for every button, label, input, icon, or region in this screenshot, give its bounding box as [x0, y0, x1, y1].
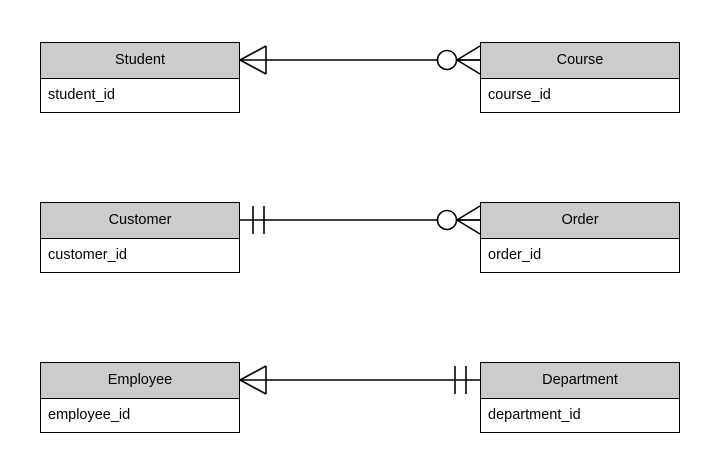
cardinality-right-zero-or-many-icon — [436, 205, 481, 235]
entity-order-attribute-order-id: order_id — [488, 247, 542, 264]
entity-order-attribute-row: order_id — [481, 239, 679, 272]
entity-department-attribute-department-id: department_id — [488, 407, 581, 424]
entity-employee-attribute-employee-id: employee_id — [48, 407, 131, 424]
entity-course-header: Course — [481, 43, 679, 79]
entity-customer[interactable]: Customer customer_id — [40, 202, 240, 273]
cardinality-right-zero-or-many-icon — [436, 45, 481, 75]
connector-employee-department — [239, 365, 480, 395]
entity-customer-header: Customer — [41, 203, 239, 239]
cardinality-left-one-or-many-icon — [239, 365, 267, 395]
connector-customer-order — [240, 205, 481, 235]
entity-student-attribute-student-id: student_id — [48, 87, 115, 104]
entity-department-header: Department — [481, 363, 679, 399]
cardinality-left-exactly-one-icon — [252, 206, 265, 234]
entity-student[interactable]: Student student_id — [40, 42, 240, 113]
entity-course-attribute-course-id: course_id — [488, 87, 551, 104]
entity-department[interactable]: Department department_id — [480, 362, 680, 433]
entity-employee-header: Employee — [41, 363, 239, 399]
entity-customer-attribute-row: customer_id — [41, 239, 239, 272]
entity-department-name: Department — [542, 372, 618, 389]
entity-student-attribute-row: student_id — [41, 79, 239, 112]
entity-student-name: Student — [115, 52, 165, 69]
entity-order-header: Order — [481, 203, 679, 239]
entity-employee-attribute-row: employee_id — [41, 399, 239, 432]
entity-customer-name: Customer — [108, 212, 172, 229]
entity-student-header: Student — [41, 43, 239, 79]
entity-course[interactable]: Course course_id — [480, 42, 680, 113]
entity-course-attribute-row: course_id — [481, 79, 679, 112]
connector-student-course — [239, 45, 481, 75]
entity-department-attribute-row: department_id — [481, 399, 679, 432]
entity-employee[interactable]: Employee employee_id — [40, 362, 240, 433]
entity-employee-name: Employee — [107, 372, 173, 389]
entity-order-name: Order — [561, 212, 599, 229]
entity-course-name: Course — [556, 52, 604, 69]
cardinality-left-one-or-many-icon — [239, 45, 267, 75]
cardinality-right-exactly-one-icon — [454, 366, 467, 394]
entity-customer-attribute-customer-id: customer_id — [48, 247, 127, 264]
entity-order[interactable]: Order order_id — [480, 202, 680, 273]
